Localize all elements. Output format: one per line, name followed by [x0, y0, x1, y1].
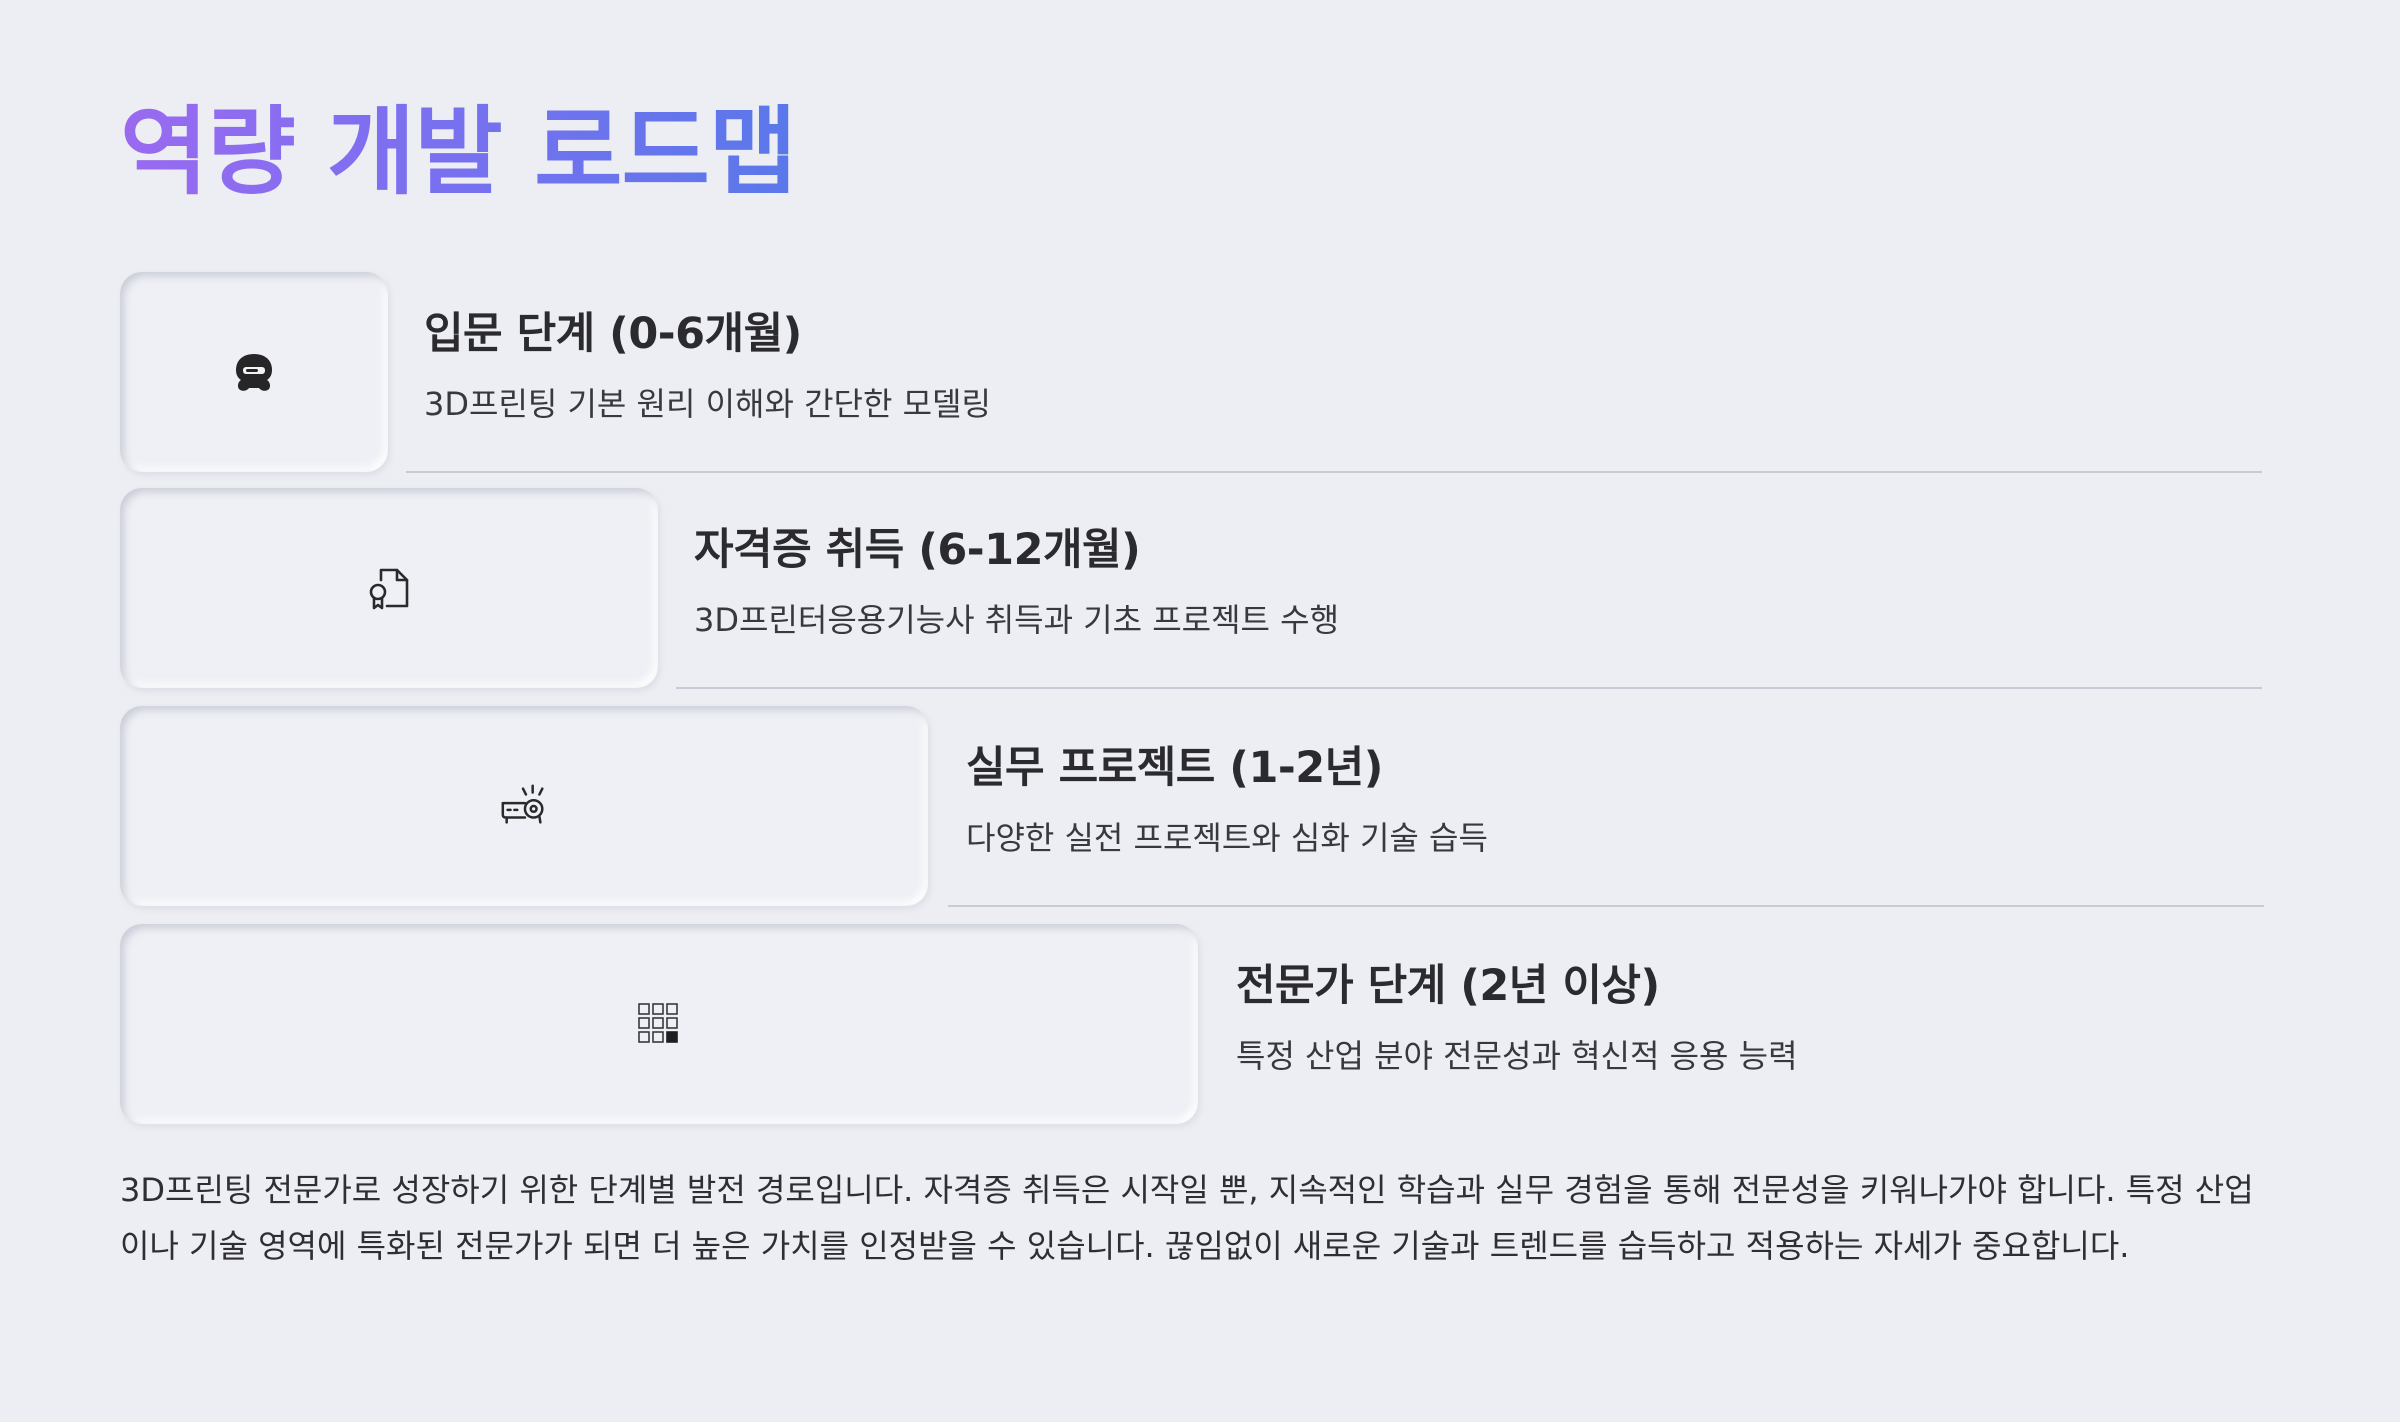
- step-description: 특정 산업 분야 전문성과 혁신적 응용 능력: [1236, 1037, 1798, 1075]
- step-title: 전문가 단계 (2년 이상): [1236, 961, 1660, 1011]
- step-description: 다양한 실전 프로젝트와 심화 기술 습득: [966, 819, 1488, 857]
- step-icon-box: [120, 924, 1198, 1124]
- step-description: 3D프린팅 기본 원리 이해와 간단한 모델링: [424, 385, 991, 423]
- step-icon-box: [120, 272, 388, 472]
- step-title: 실무 프로젝트 (1-2년): [966, 743, 1383, 793]
- step-divider: [948, 905, 2264, 907]
- page-title: 역량 개발 로드맵: [120, 92, 797, 212]
- step-title: 입문 단계 (0-6개월): [424, 309, 802, 359]
- roadmap-step-expert: 전문가 단계 (2년 이상) 특정 산업 분야 전문성과 혁신적 응용 능력: [120, 924, 2264, 1124]
- grid-squares-icon: [633, 998, 685, 1050]
- step-icon-box: [120, 488, 658, 688]
- certificate-document-icon: [363, 562, 415, 614]
- hooded-person-icon: [228, 346, 280, 398]
- step-icon-box: [120, 706, 928, 906]
- step-divider: [676, 687, 2262, 689]
- step-description: 3D프린터응용기능사 취득과 기초 프로젝트 수행: [694, 601, 1340, 639]
- roadmap-step-practice: 실무 프로젝트 (1-2년) 다양한 실전 프로젝트와 심화 기술 습득: [120, 706, 2264, 907]
- roadmap-summary: 3D프린팅 전문가로 성장하기 위한 단계별 발전 경로입니다. 자격증 취득은…: [120, 1171, 2254, 1265]
- roadmap-step-certification: 자격증 취득 (6-12개월) 3D프린터응용기능사 취득과 기초 프로젝트 수…: [120, 488, 2262, 689]
- roadmap-step-beginner: 입문 단계 (0-6개월) 3D프린팅 기본 원리 이해와 간단한 모델링: [120, 272, 2262, 473]
- step-divider: [406, 471, 2262, 473]
- step-title: 자격증 취득 (6-12개월): [694, 525, 1141, 575]
- projector-icon: [498, 780, 550, 832]
